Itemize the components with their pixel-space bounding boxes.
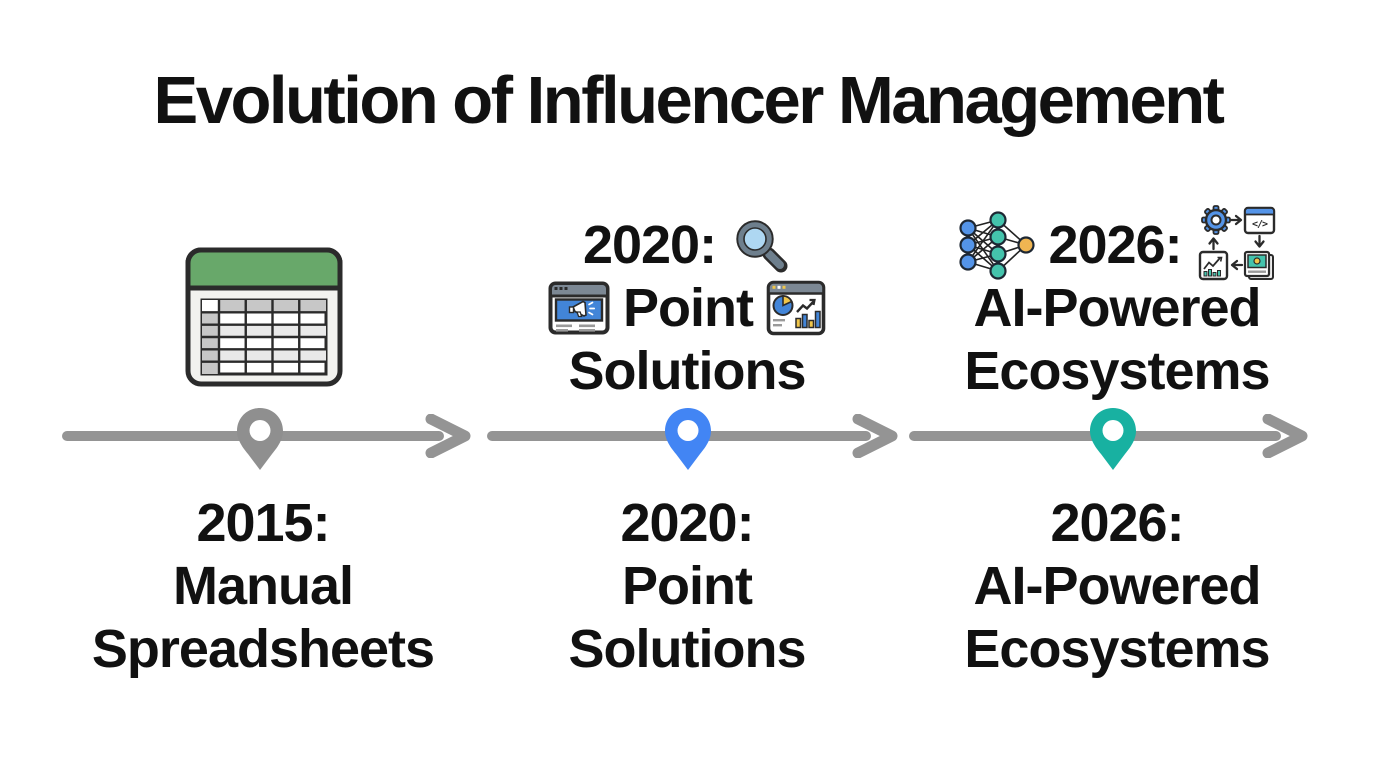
label-2015-line2: Manual	[172, 556, 354, 616]
neural-network-icon	[957, 210, 1036, 280]
content-cards	[1243, 250, 1274, 280]
label-2015-year: 2015:	[196, 493, 330, 553]
milestone-2020-label: 2020: Point Solutions	[467, 492, 907, 681]
map-pin-2026	[1087, 406, 1139, 474]
arrowhead-icon	[1262, 414, 1308, 458]
code-window: </>	[1243, 206, 1275, 234]
milestone-2026-heading: 2026:	[882, 204, 1352, 402]
label-2020-year: 2020:	[620, 493, 754, 553]
milestone-2026-label: 2026: AI-Powered Ecosystems	[897, 492, 1337, 681]
milestone-2020-heading: 2020:	[457, 213, 917, 402]
map-pin-2015	[234, 406, 286, 474]
label-2026-year: 2026:	[1050, 493, 1184, 553]
milestone-2015-label: 2015: Manual Spreadsheets	[43, 492, 483, 681]
analytics-card	[1198, 250, 1228, 280]
ad-browser-icon	[548, 281, 610, 335]
map-pin-2020	[662, 406, 714, 474]
gear	[1200, 204, 1231, 235]
heading-2026-line2: AI-Powered	[973, 277, 1261, 338]
label-2020-line3: Solutions	[568, 619, 807, 679]
label-2026-line3: Ecosystems	[964, 619, 1270, 679]
analytics-dashboard-icon	[766, 280, 826, 336]
heading-2020-year: 2020:	[582, 214, 717, 275]
arrowhead-icon	[852, 414, 898, 458]
heading-2020-line2: Point	[623, 277, 754, 338]
page-title: Evolution of Influencer Management	[153, 63, 1225, 138]
heading-2026-line3: Ecosystems	[964, 340, 1270, 401]
svg-text:</>: </>	[1252, 219, 1268, 230]
spreadsheet-icon	[184, 246, 344, 388]
label-2015-line3: Spreadsheets	[91, 619, 435, 679]
label-2020-line2: Point	[622, 556, 753, 616]
automation-workflow-icon: </>	[1195, 203, 1277, 287]
label-2026-line2: AI-Powered	[973, 556, 1261, 616]
heading-2020-line3: Solutions	[568, 340, 807, 401]
arrowhead-icon	[425, 414, 471, 458]
heading-2026-year: 2026:	[1048, 214, 1182, 275]
magnifier-icon	[729, 214, 791, 276]
cycle-arrows	[1207, 214, 1265, 270]
